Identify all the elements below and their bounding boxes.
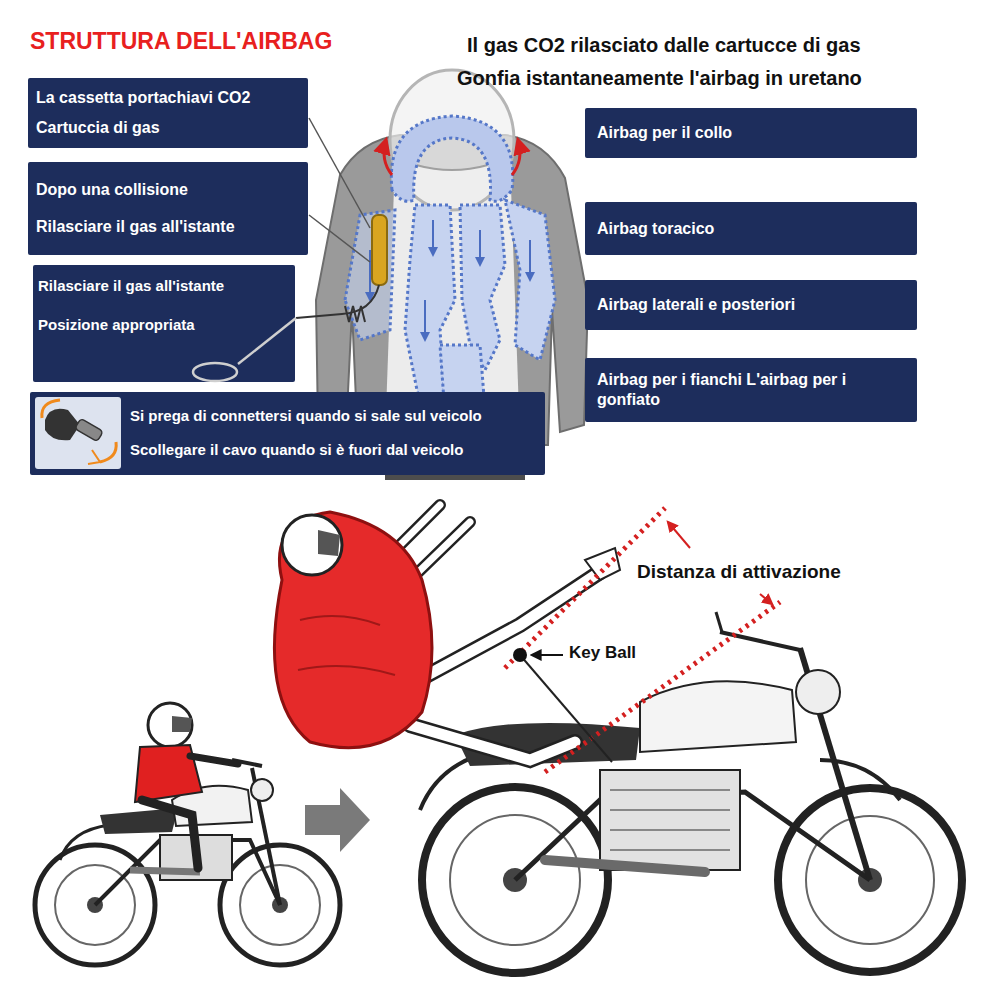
- callout-text: Scollegare il cavo quando si è fuori dal…: [130, 441, 537, 460]
- connect-icon-part: [100, 442, 116, 462]
- small-motorcycle-part: [60, 825, 110, 860]
- small-motorcycle-part: [148, 703, 192, 747]
- callout-text: Dopo una collisione: [36, 180, 300, 200]
- callout-text: Rilasciare il gas all'istante: [36, 217, 300, 237]
- activation-lines-part: [668, 522, 690, 548]
- large-motorcycle-part: [720, 632, 800, 650]
- small-motorcycle-part: [190, 756, 238, 764]
- jacket-figure-part: [296, 285, 379, 318]
- large-motorcycle-part: [610, 849, 730, 851]
- callout-box: Airbag toracico: [585, 202, 917, 255]
- large-motorcycle-part: [716, 612, 722, 632]
- connect-icon-part: [42, 400, 60, 418]
- jacket-figure-part: [309, 118, 370, 228]
- small-motorcycle-part: [130, 870, 200, 872]
- diagram-title: STRUTTURA DELL'AIRBAG: [30, 28, 332, 56]
- rider-with-inflated-airbag-part: [410, 725, 575, 760]
- annotation-label: Key Ball: [567, 643, 638, 663]
- jacket-figure-part: [505, 200, 555, 360]
- activation-lines-part: [520, 655, 612, 762]
- small-motorcycle-part: [142, 800, 198, 868]
- large-motorcycle-part: [600, 770, 740, 870]
- lanyard-part: [238, 318, 296, 364]
- rider-with-inflated-airbag-part: [410, 725, 575, 760]
- large-motorcycle-part: [545, 860, 705, 872]
- jacket-figure-part: [390, 70, 514, 210]
- jacket-figure-part: [345, 306, 365, 322]
- callout-box: Airbag per i fianchi L'airbag per i gonf…: [585, 358, 917, 422]
- jacket-figure-part: [345, 210, 395, 340]
- large-motorcycle-part: [610, 789, 730, 791]
- callout-box: La cassetta portachiavi CO2Cartuccia di …: [28, 78, 308, 148]
- jacket-figure-part: [512, 140, 520, 175]
- callout-text: Si prega di connettersi quando si sale s…: [130, 407, 537, 426]
- rider-with-inflated-airbag-part: [585, 548, 620, 580]
- large-motorcycle-part: [640, 681, 796, 752]
- lanyard-part: [193, 363, 237, 381]
- rider-with-inflated-airbag-part: [282, 515, 342, 575]
- large-motorcycle-part: [610, 829, 730, 831]
- jacket-figure-part: [391, 116, 513, 201]
- callout-text: La cassetta portachiavi CO2: [36, 88, 300, 108]
- connect-icon-part: [75, 418, 104, 441]
- jacket-figure-part: [384, 140, 392, 175]
- callout-text: Rilasciare il gas all'istante: [38, 277, 290, 296]
- activation-lines-part: [545, 602, 780, 772]
- activation-lines-part: [532, 654, 563, 656]
- callout-box: Airbag laterali e posteriori: [585, 280, 917, 330]
- activation-lines: [505, 508, 780, 772]
- annotation-label: Gonfia istantaneamente l'airbag in ureta…: [455, 66, 864, 90]
- activation-lines-part: [760, 594, 772, 604]
- large-motorcycle-part: [610, 809, 730, 811]
- rider-with-inflated-airbag-part: [274, 512, 432, 748]
- jacket-figure-part: [529, 240, 531, 280]
- callout-box: Si prega di connettersi quando si sale s…: [30, 392, 545, 475]
- annotation-label: Distanza di attivazione: [635, 561, 843, 584]
- small-motorcycle: [35, 703, 340, 965]
- callout-text: Airbag per il collo: [597, 123, 905, 143]
- connect-icon-part: [35, 397, 121, 469]
- callout-text: Airbag per i fianchi L'airbag per i gonf…: [597, 370, 905, 410]
- small-motorcycle-part: [252, 768, 280, 905]
- jacket-figure-part: [479, 230, 481, 265]
- activation-lines-part: [505, 508, 665, 668]
- jacket-figure-part: [372, 215, 387, 285]
- connect-icon: [35, 397, 121, 469]
- callout-box: Rilasciare il gas all'istantePosizione a…: [33, 265, 295, 382]
- transition-arrow: [305, 788, 370, 852]
- callout-text: Cartuccia di gas: [36, 118, 300, 138]
- lanyard: [193, 318, 296, 381]
- callout-text: Airbag laterali e posteriori: [597, 295, 905, 315]
- rider-with-inflated-airbag-part: [318, 530, 340, 556]
- activation-lines-part: [513, 648, 527, 662]
- callout-box: Airbag per il collo: [585, 108, 917, 158]
- jacket-figure-part: [432, 220, 434, 255]
- annotation-label: Il gas CO2 rilasciato dalle cartucce di …: [465, 33, 863, 57]
- rider-with-inflated-airbag-part: [298, 616, 395, 675]
- small-motorcycle-part: [251, 779, 273, 801]
- connect-icon-part: [45, 409, 80, 441]
- jacket-figure-part: [369, 250, 371, 300]
- large-motorcycle: [420, 612, 962, 973]
- connect-icon-part: [88, 450, 100, 464]
- large-motorcycle-part: [796, 670, 840, 714]
- small-motorcycle-part: [172, 716, 192, 732]
- rider-with-inflated-airbag: [274, 505, 620, 760]
- jacket-figure-part: [424, 300, 426, 340]
- callout-text: Posizione appropriata: [38, 316, 290, 335]
- callout-box: Dopo una collisioneRilasciare il gas all…: [28, 162, 308, 255]
- large-motorcycle-part: [820, 760, 900, 800]
- callout-text: Airbag toracico: [597, 219, 905, 239]
- jacket-figure-part: [309, 215, 370, 262]
